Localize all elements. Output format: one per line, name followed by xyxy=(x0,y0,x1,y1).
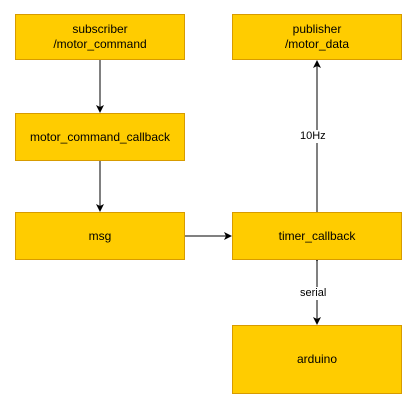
serial-edge-label: serial xyxy=(298,287,329,300)
arduino-node: arduino xyxy=(232,325,402,394)
rate-edge-label: 10Hz xyxy=(298,130,328,143)
msg-node: msg xyxy=(15,212,185,260)
subscriber-node: subscriber /motor_command xyxy=(15,14,185,60)
publisher-node: publisher /motor_data xyxy=(232,14,402,60)
timer-callback-node: timer_callback xyxy=(232,212,402,260)
motor-command-callback-node: motor_command_callback xyxy=(15,113,185,161)
